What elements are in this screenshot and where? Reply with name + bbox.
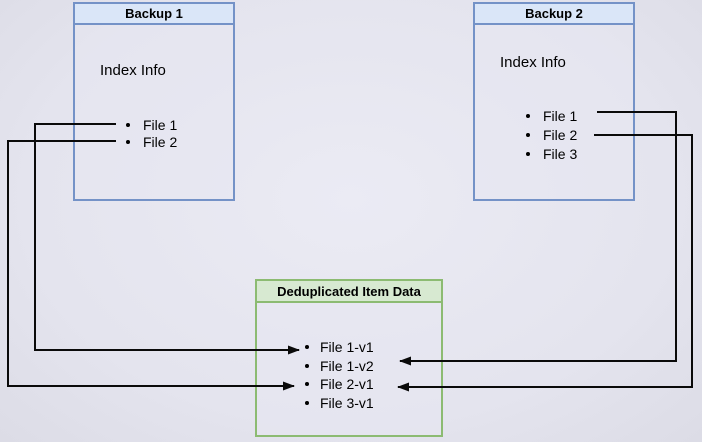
backup2-index-info-label: Index Info — [500, 54, 566, 71]
backup1-box: Backup 1 — [73, 2, 235, 201]
backup2-title: Backup 2 — [475, 4, 633, 25]
file-list-item: File 1 — [126, 116, 177, 133]
file-list-item: File 1-v2 — [305, 357, 374, 376]
file-list-item: File 2 — [526, 125, 577, 144]
file-list-item: File 2 — [126, 133, 177, 150]
file-list-item: File 1-v1 — [305, 338, 374, 357]
file-list-item: File 2-v1 — [305, 375, 374, 394]
dedup-title: Deduplicated Item Data — [257, 281, 441, 303]
file-list-item: File 1 — [526, 106, 577, 125]
file-list-item: File 3-v1 — [305, 394, 374, 413]
backup2-box: Backup 2 — [473, 2, 635, 201]
file-list-item: File 3 — [526, 144, 577, 163]
backup1-index-info-label: Index Info — [100, 62, 166, 79]
backup1-title: Backup 1 — [75, 4, 233, 25]
